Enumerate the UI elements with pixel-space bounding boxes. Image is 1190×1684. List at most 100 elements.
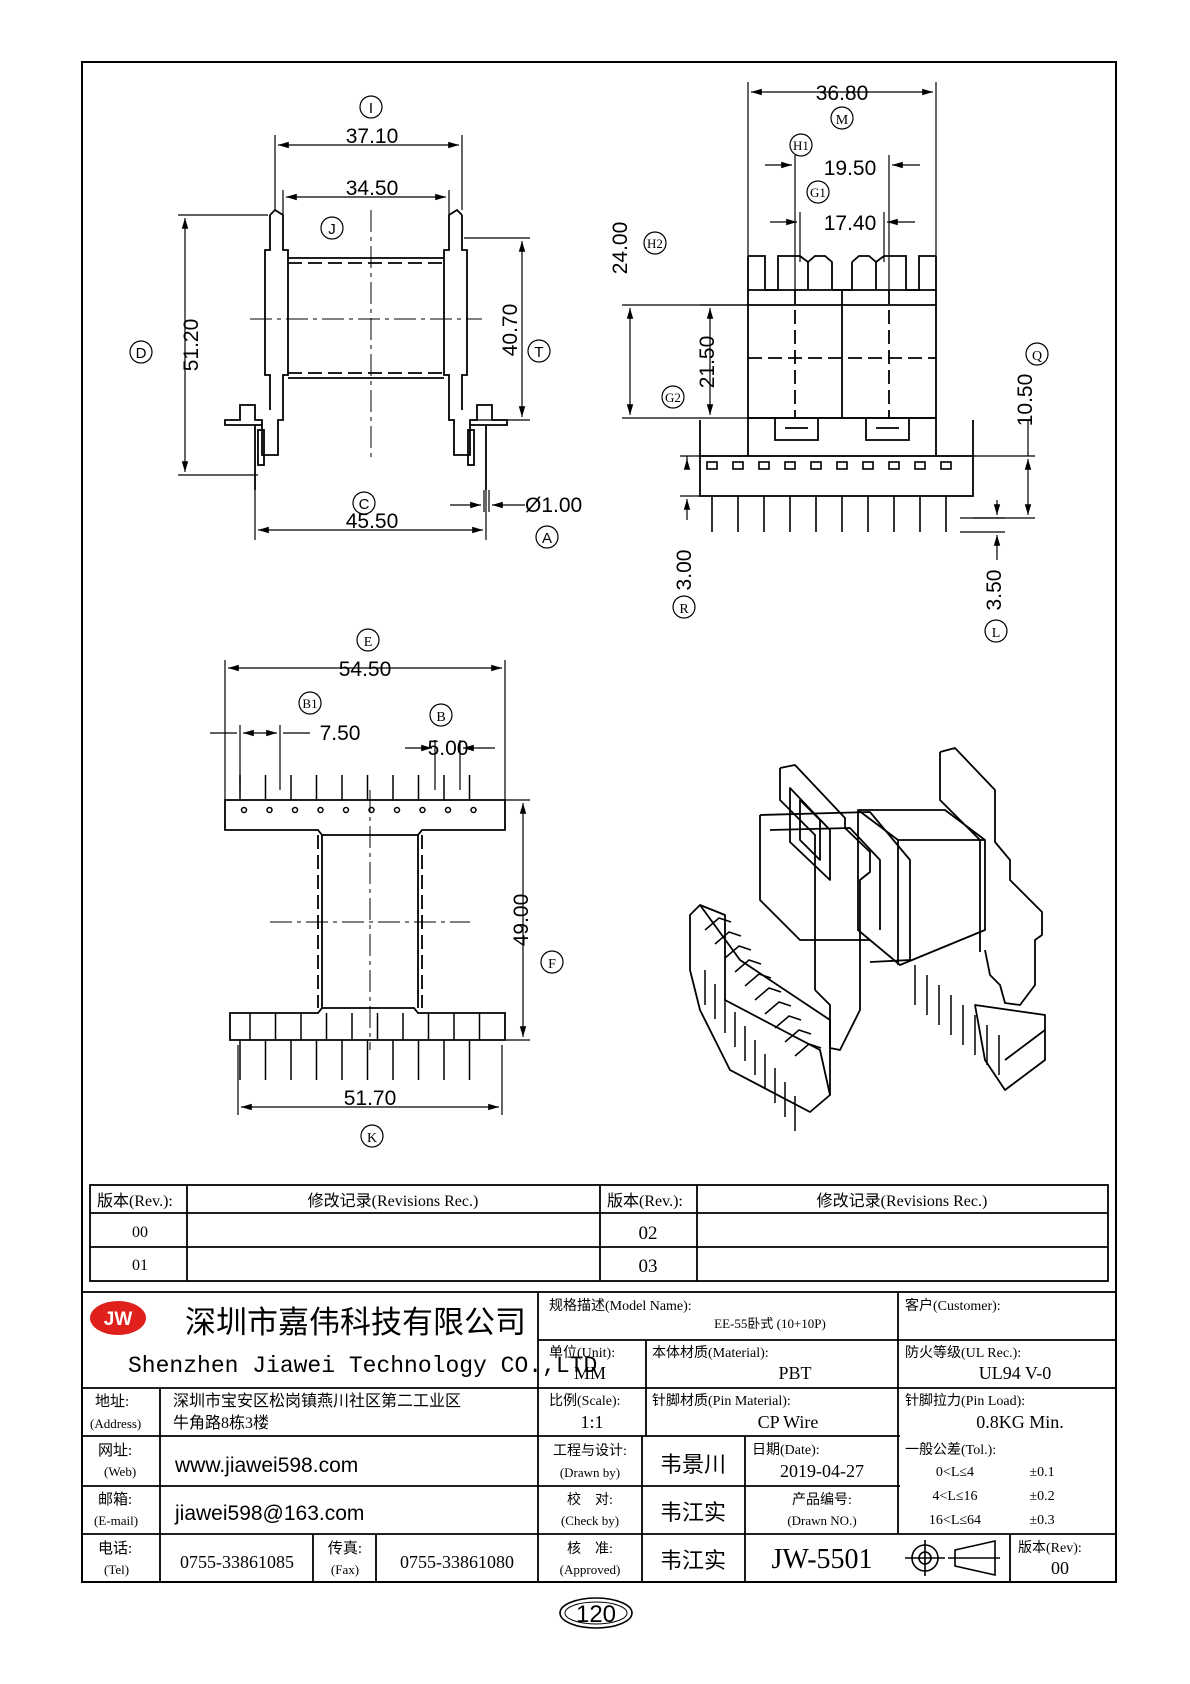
page-number: 120 [559, 1597, 633, 1629]
front-pin-hole-top [444, 806, 452, 814]
rev-value: 00 [1051, 1558, 1069, 1578]
page-number-text: 120 [576, 1601, 616, 1628]
iso-pin-head [704, 917, 732, 931]
side-pin-slot [836, 461, 848, 470]
dim-B: 5.00 [428, 737, 469, 760]
balloon-L: L [992, 626, 1001, 641]
side-view-dimensions [622, 82, 1049, 643]
side-view-pins [706, 461, 952, 532]
rev-01: 01 [132, 1257, 148, 1274]
customer-label: 客户(Customer): [905, 1297, 1001, 1314]
drawn-no-label: 产品编号: [792, 1492, 852, 1508]
top-view-dimensions [129, 95, 559, 549]
front-view-pins [239, 775, 481, 1080]
dim-M: 36.80 [816, 82, 869, 105]
fax-value: 0755-33861080 [400, 1552, 514, 1572]
balloon-D: D [136, 345, 147, 362]
dim-E: 54.50 [339, 658, 392, 681]
front-pin-hole-top [240, 806, 248, 814]
title-block [81, 1291, 1117, 1583]
dim-C: 45.50 [346, 510, 399, 533]
front-view [224, 790, 506, 1050]
dim-J: 34.50 [346, 177, 399, 200]
rev-03: 03 [639, 1256, 658, 1277]
side-pin-slot [940, 461, 952, 470]
drawn-label: 工程与设计: [553, 1443, 627, 1459]
scale-value: 1:1 [580, 1412, 603, 1432]
fax-label: 传真: [328, 1539, 362, 1557]
dim-L: 3.50 [983, 570, 1006, 611]
date-label: 日期(Date): [752, 1442, 820, 1458]
material-value: PBT [778, 1363, 811, 1383]
iso-pin-head [794, 1043, 822, 1057]
dim-D: 51.20 [180, 319, 203, 372]
revision-table [89, 1184, 1109, 1282]
balloon-E: E [364, 635, 373, 650]
tol-value-3: ±0.3 [1029, 1513, 1054, 1528]
iso-pin-head [764, 1001, 792, 1015]
balloon-B: B [436, 710, 445, 725]
iso-pin-head [724, 945, 752, 959]
unit-value: MM [574, 1363, 606, 1383]
tol-range-3: 16<L≤64 [929, 1513, 981, 1528]
rev-00: 00 [132, 1224, 148, 1241]
balloon-K: K [367, 1131, 377, 1146]
front-pin-hole-top [342, 806, 350, 814]
balloon-F: F [548, 957, 556, 972]
address-label: 地址: [95, 1393, 129, 1410]
drawn-value: 韦景川 [660, 1452, 726, 1477]
balloon-J: J [328, 221, 336, 238]
dim-F: 49.00 [510, 894, 533, 947]
tol-value-2: ±0.2 [1029, 1489, 1054, 1504]
check-value: 韦江实 [660, 1500, 726, 1525]
iso-pin-head [774, 1015, 802, 1029]
front-pin-hole-top [419, 806, 426, 814]
dim-A: Ø1.00 [525, 494, 582, 517]
tol-range-1: 0<L≤4 [936, 1465, 974, 1480]
pin-material-value: CP Wire [758, 1412, 819, 1432]
ul-label: 防火等级(UL Rec.): [905, 1344, 1021, 1361]
side-view-text: 36.80 19.50 17.40 24.00 21.50 10.50 3.00… [609, 82, 1042, 641]
dim-G1: 17.40 [824, 212, 877, 235]
check-label: 校 对: [567, 1491, 613, 1508]
dim-K: 51.70 [344, 1087, 397, 1110]
front-pin-hole-top [291, 806, 299, 814]
title-block-text: 深圳市嘉伟科技有限公司 Shenzhen Jiawei Technology C… [90, 1297, 1082, 1578]
web-value: www.jiawei598.com [174, 1454, 358, 1477]
unit-label: 单位(Unit): [549, 1345, 615, 1361]
balloon-A: A [542, 530, 552, 547]
tel-value: 0755-33861085 [180, 1552, 294, 1572]
dim-I: 37.10 [346, 125, 399, 148]
front-pin-hole-top [317, 806, 324, 814]
iso-pin-head [714, 931, 742, 945]
balloon-T: T [534, 344, 543, 361]
model-value: EE-55卧式 (10+10P) [714, 1316, 826, 1331]
side-pin-slot [706, 461, 718, 470]
email-label: 邮箱: [98, 1491, 132, 1508]
side-pin-slot [732, 461, 744, 470]
tol-label: 一般公差(Tol.): [905, 1442, 996, 1458]
scale-label: 比例(Scale): [549, 1393, 621, 1409]
tel-label: 电话: [98, 1540, 132, 1557]
rev-02: 02 [639, 1223, 658, 1244]
address-label-en: (Address) [90, 1416, 141, 1431]
iso-pin-head [734, 959, 762, 973]
balloon-M: M [836, 113, 849, 128]
balloon-I: I [369, 100, 373, 117]
balloon-Q: Q [1032, 349, 1042, 364]
rec-header-right: 修改记录(Revisions Rec.) [817, 1192, 988, 1210]
drawn-label-en: (Drawn by) [560, 1465, 620, 1480]
iso-pin-head [744, 973, 772, 987]
pin-material-label: 针脚材质(Pin Material): [652, 1393, 791, 1409]
front-view-text: 54.50 7.50 5.00 49.00 51.70 E B1 B F K [302, 635, 556, 1146]
top-view-text: 37.10 34.50 51.20 40.70 45.50 Ø1.00 I J … [136, 100, 583, 547]
side-pin-slot [862, 461, 874, 470]
approved-label-en: (Approved) [560, 1562, 621, 1577]
side-pin-slot [784, 461, 796, 470]
dim-G2: 21.50 [696, 336, 719, 389]
isometric-view [689, 747, 1046, 1113]
company-logo: JW [90, 1301, 146, 1335]
front-view-dimensions [210, 628, 564, 1148]
side-pin-slot [758, 461, 770, 470]
